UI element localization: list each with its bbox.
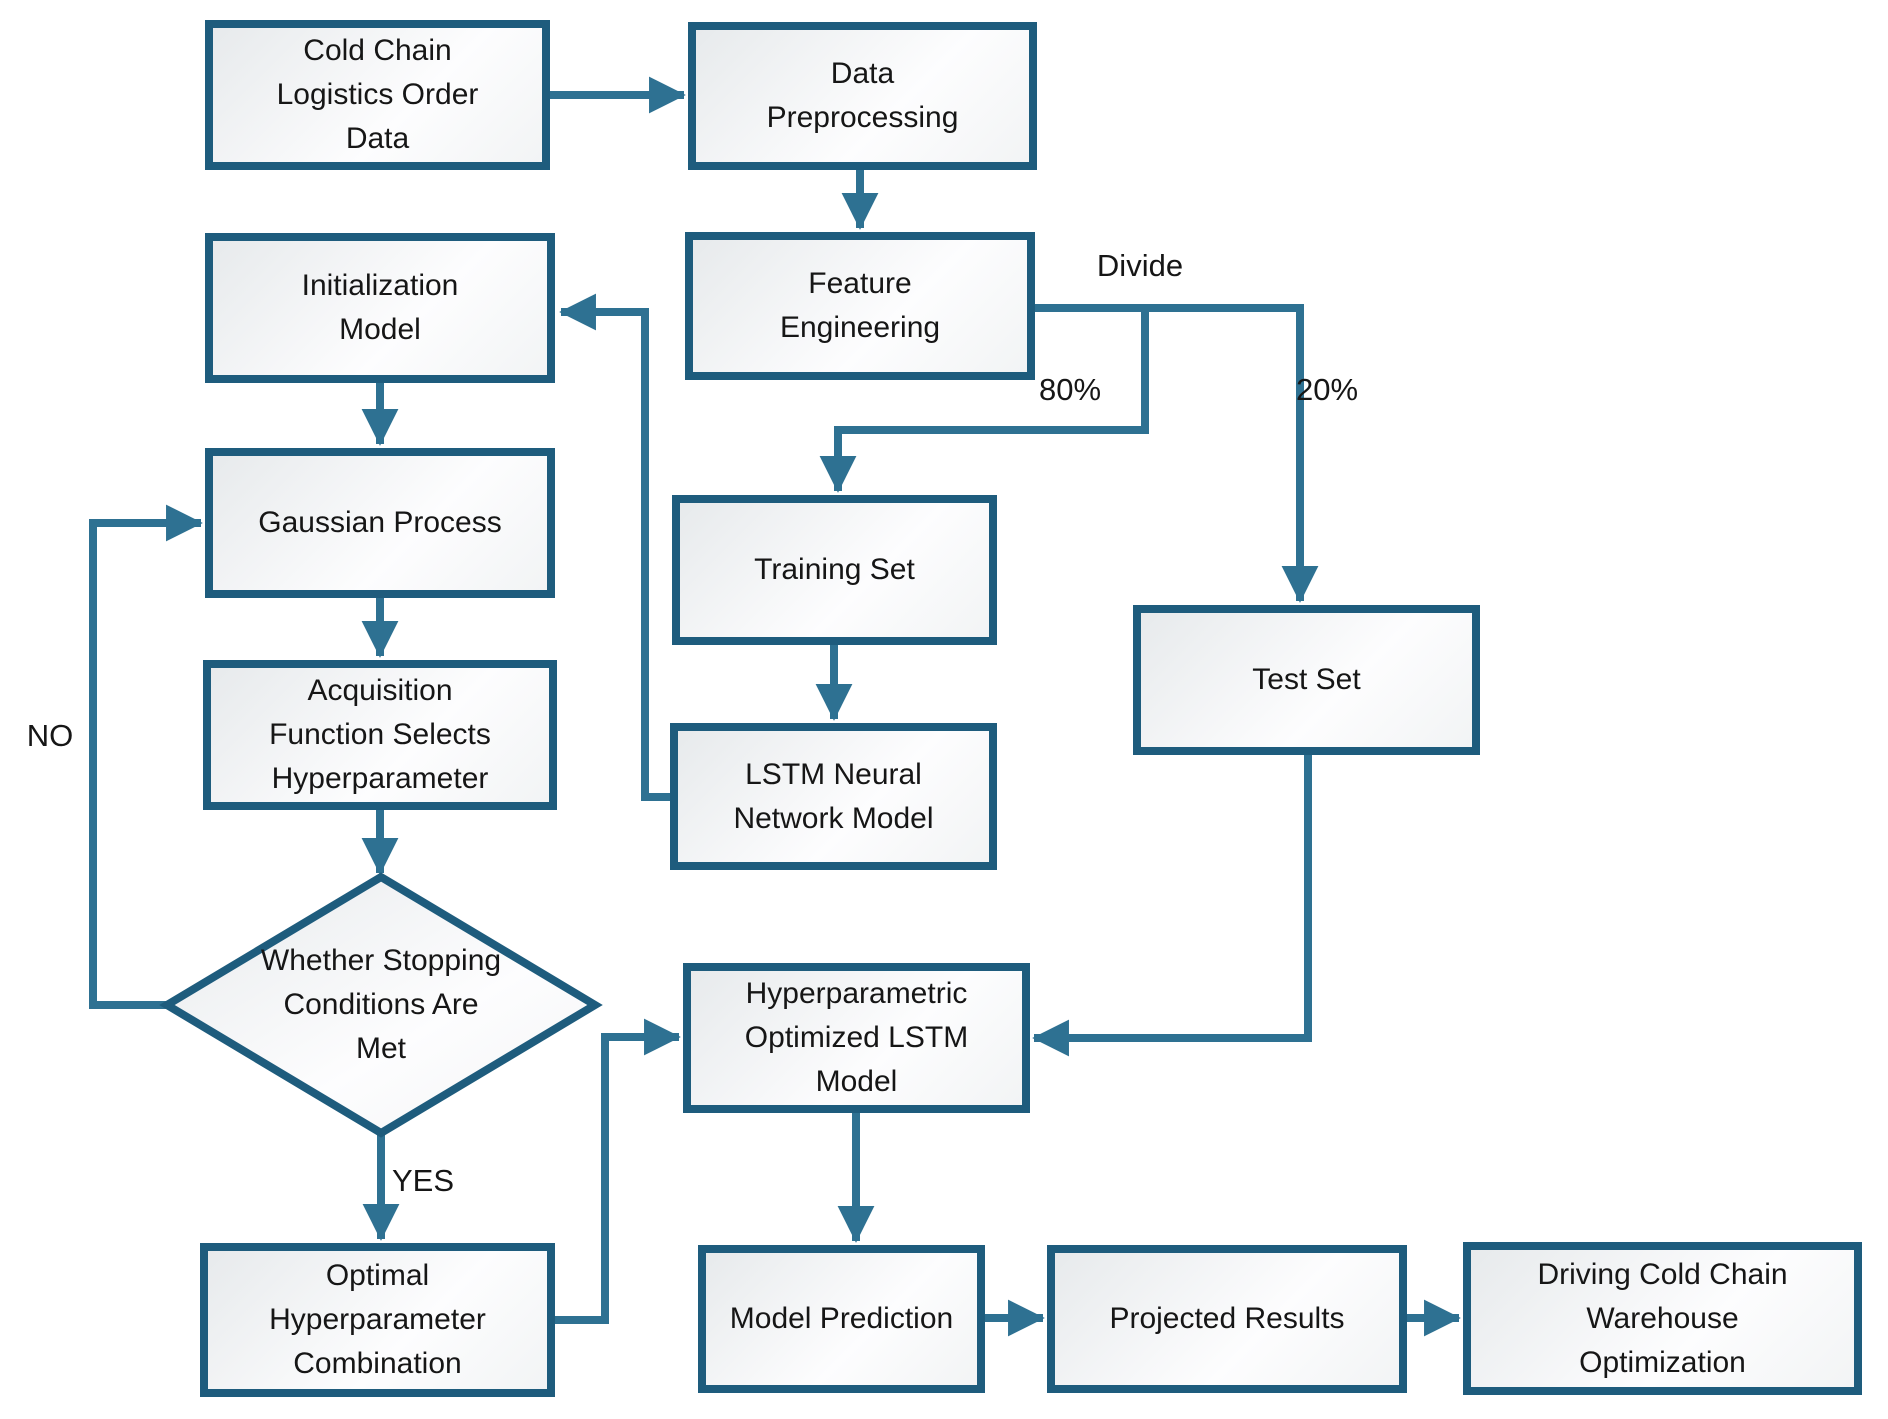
node-label: Whether Stopping Conditions Are Met <box>260 944 502 1065</box>
node-projected-results: Projected Results <box>1047 1245 1407 1393</box>
node-test-set: Test Set <box>1133 605 1480 755</box>
edge-no-loop <box>89 504 203 1009</box>
node-label: Training Set <box>754 553 915 586</box>
edge-label-yes: YES <box>391 1163 455 1198</box>
edge-label-no: NO <box>26 718 74 753</box>
node-label: Hyperparametric Optimized LSTM Model <box>744 977 969 1098</box>
edge-label-80pct: 80% <box>1038 372 1102 407</box>
edge-label-divide: Divide <box>1096 248 1184 283</box>
edge-testset-to-optimizedlstm <box>1032 755 1312 1057</box>
node-initialization-model: Initialization Model <box>205 233 555 383</box>
edge-lstm-to-initialization <box>559 293 670 801</box>
node-gaussian-process: Gaussian Process <box>205 448 555 598</box>
node-label: LSTM Neural Network Model <box>733 757 934 835</box>
node-cold-chain-data: Cold Chain Logistics Order Data <box>205 20 550 170</box>
node-label: Data Preprocessing <box>766 57 959 134</box>
node-training-set: Training Set <box>672 495 997 645</box>
node-optimized-lstm: Hyperparametric Optimized LSTM Model <box>683 963 1030 1113</box>
node-optimal-hyperparameter: Optimal Hyperparameter Combination <box>200 1243 555 1397</box>
decision-diamond-shape <box>159 872 603 1138</box>
node-label: Optimal Hyperparameter Combination <box>269 1259 486 1380</box>
edge-divide-to-trainingset <box>819 308 1149 493</box>
node-lstm-network: LSTM Neural Network Model <box>670 723 997 870</box>
node-label: Feature Engineering <box>779 267 941 344</box>
node-label: Cold Chain Logistics Order Data <box>276 34 479 155</box>
node-label: Model Prediction <box>729 1302 954 1335</box>
node-warehouse-optimization: Driving Cold Chain Warehouse Optimizatio… <box>1463 1242 1862 1395</box>
node-feature-engineering: Feature Engineering <box>685 232 1035 380</box>
node-label: Initialization Model <box>301 269 459 346</box>
node-data-preprocessing: Data Preprocessing <box>688 22 1037 170</box>
node-stopping-decision: Whether Stopping Conditions Are Met <box>215 920 547 1090</box>
node-label: Gaussian Process <box>258 506 502 539</box>
edge-label-20pct: 20% <box>1295 372 1359 407</box>
node-acquisition-function: Acquisition Function Selects Hyperparame… <box>203 660 557 810</box>
node-label: Driving Cold Chain Warehouse Optimizatio… <box>1537 1257 1788 1379</box>
node-label: Acquisition Function Selects Hyperparame… <box>269 674 491 795</box>
edge-divide-to-testset <box>1035 304 1319 603</box>
node-label: Test Set <box>1252 663 1361 696</box>
node-model-prediction: Model Prediction <box>698 1245 985 1393</box>
edge-optimal-to-optimizedlstm <box>555 1018 681 1324</box>
node-label: Projected Results <box>1109 1302 1345 1335</box>
